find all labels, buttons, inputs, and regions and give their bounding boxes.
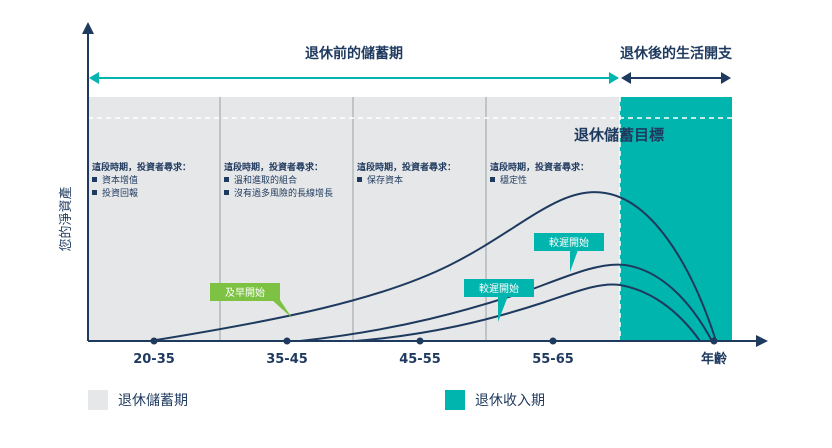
callout-early-start: 及早開始	[210, 283, 292, 318]
income-period-area	[620, 97, 732, 341]
stage-item: 保存資本	[367, 174, 403, 186]
curve-late-start-lower	[354, 283, 701, 342]
stage-item: 資本增值	[102, 174, 138, 186]
tick-dot	[283, 337, 291, 345]
post-retirement-label: 退休後的生活開支	[620, 45, 733, 62]
x-axis-label: 年齡	[701, 351, 727, 367]
stage-item: 沒有過多風險的長線增長	[234, 187, 333, 199]
legend-savings: 退休儲蓄期	[88, 390, 188, 410]
arrowhead-left-icon	[89, 72, 99, 84]
callout-late-start-lower: 較遲開始	[464, 279, 534, 322]
bullet-icon	[92, 177, 97, 182]
arrowhead-left-icon	[621, 72, 631, 84]
legend-label-savings: 退休儲蓄期	[118, 393, 188, 409]
callout-box	[210, 283, 280, 301]
bullet-icon	[92, 190, 97, 195]
bullet-icon	[490, 177, 495, 182]
stage-title: 這段時期，投資者尋求：	[490, 161, 589, 173]
tick-dot	[549, 337, 557, 345]
callout-box	[534, 233, 604, 251]
stage-2-text: 這段時期，投資者尋求： 溫和進取的組合 沒有過多風險的長線增長	[224, 161, 333, 199]
stage-item: 穩定性	[500, 174, 527, 186]
age-tick-label: 55-65	[532, 352, 574, 367]
stage-title: 這段時期，投資者尋求：	[357, 161, 456, 173]
callout-label: 較遲開始	[479, 282, 519, 295]
stage-3-text: 這段時期，投資者尋求： 保存資本	[357, 161, 456, 186]
age-tick-label: 45-55	[399, 352, 441, 367]
bullet-icon	[357, 177, 362, 182]
age-tick-label: 20-35	[133, 352, 175, 367]
legend-label-income: 退休收入期	[475, 393, 545, 409]
arrowhead-right-icon	[609, 72, 619, 84]
callout-late-start-upper: 較遲開始	[534, 233, 604, 272]
legend-swatch-savings	[88, 390, 108, 410]
callout-pointer	[272, 300, 292, 318]
tick-dot	[710, 337, 718, 345]
stage-1-text: 這段時期，投資者尋求： 資本增值 投資回報	[92, 161, 191, 199]
callout-box	[464, 279, 534, 297]
stage-item: 投資回報	[102, 187, 138, 199]
y-axis-arrowhead-icon	[82, 22, 94, 34]
tick-dot	[150, 337, 158, 345]
bullet-icon	[224, 190, 229, 195]
legend-income: 退休收入期	[445, 390, 545, 410]
callout-pointer	[498, 296, 508, 322]
callout-label: 較遲開始	[549, 236, 589, 249]
y-axis-label: 您的淨資產	[58, 186, 74, 251]
stage-title: 這段時期，投資者尋求：	[224, 161, 323, 173]
arrowhead-right-icon	[721, 72, 731, 84]
callout-label: 及早開始	[225, 286, 265, 299]
stage-title: 這段時期，投資者尋求：	[92, 161, 191, 173]
callout-pointer	[570, 250, 578, 272]
legend-swatch-income	[445, 390, 465, 410]
curve-early-start	[149, 191, 717, 342]
age-tick-label: 35-45	[266, 352, 308, 367]
target-label: 退休儲蓄目標	[574, 126, 664, 144]
pre-retirement-label: 退休前的儲蓄期	[305, 45, 403, 62]
stage-item: 溫和進取的組合	[234, 174, 297, 186]
curve-late-start-upper	[299, 263, 713, 342]
stage-4-text: 這段時期，投資者尋求： 穩定性	[490, 161, 589, 186]
x-axis-arrowhead-icon	[756, 335, 768, 347]
tick-dot	[416, 337, 424, 345]
bullet-icon	[224, 177, 229, 182]
